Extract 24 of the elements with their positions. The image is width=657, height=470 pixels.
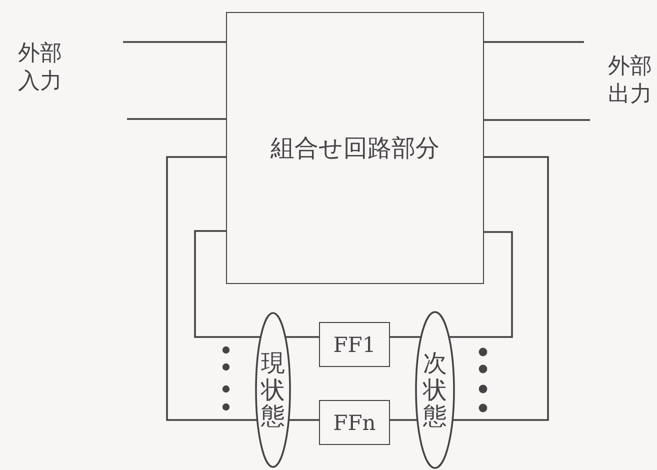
node-label: FF1	[333, 332, 376, 356]
signal-line	[123, 41, 226, 43]
signal-line	[484, 41, 584, 43]
signal-line	[448, 231, 513, 338]
flip-flop-box	[319, 400, 390, 445]
signal-line	[288, 419, 319, 421]
signal-line	[390, 336, 422, 338]
signal-line	[484, 119, 590, 121]
node-label: 現状態	[261, 350, 285, 430]
signal-line	[285, 336, 319, 338]
node-label: 次状態	[423, 350, 447, 430]
node-label: 組合せ回路部分	[270, 133, 440, 164]
flip-flop-box	[319, 322, 390, 367]
node-label: FFn	[333, 410, 376, 434]
signal-line	[166, 156, 258, 421]
signal-line	[194, 230, 261, 338]
signal-line	[452, 156, 549, 421]
state-ellipse	[255, 312, 291, 468]
io-label: 外部出力	[608, 53, 653, 108]
io-label: 外部入力	[18, 40, 63, 95]
signal-line	[127, 118, 226, 120]
signal-line	[390, 419, 418, 421]
circuit-block	[226, 12, 484, 284]
state-ellipse	[415, 311, 455, 469]
